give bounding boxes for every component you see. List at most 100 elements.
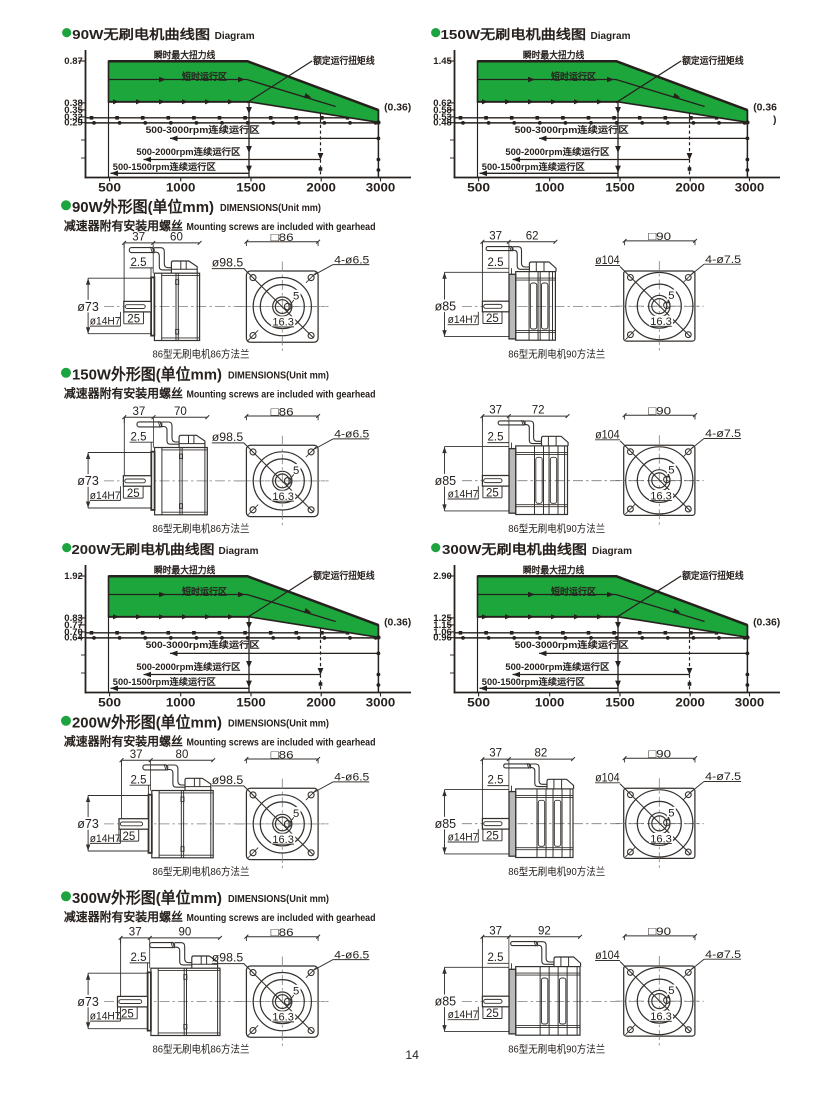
svg-text:86型无刷电机90方法兰: 86型无刷电机90方法兰	[508, 1043, 605, 1056]
svg-text:2.5: 2.5	[488, 774, 504, 786]
svg-text:ø14H7: ø14H7	[448, 1009, 479, 1021]
svg-text:0.77: 0.77	[64, 620, 83, 630]
svg-text:500-1500rpm连续运行区: 500-1500rpm连续运行区	[113, 161, 217, 172]
svg-text:瞬时最大扭力线: 瞬时最大扭力线	[523, 50, 585, 62]
svg-text:4-ø6.5: 4-ø6.5	[334, 429, 369, 441]
svg-text:1.45: 1.45	[433, 56, 452, 66]
svg-text:86型无刷电机86方法兰: 86型无刷电机86方法兰	[153, 348, 250, 361]
svg-text:500-1500rpm连续运行区: 500-1500rpm连续运行区	[482, 161, 586, 172]
svg-text:0.62: 0.62	[433, 98, 452, 108]
svg-text:ø14H7: ø14H7	[448, 832, 479, 844]
svg-text:0.83: 0.83	[64, 613, 83, 623]
svg-text:82: 82	[535, 748, 548, 760]
svg-text:DIMENSIONS(Unit mm): DIMENSIONS(Unit mm)	[228, 719, 329, 730]
svg-text:0.32: 0.32	[64, 112, 83, 122]
svg-text:减速器附有安装用螺丝: 减速器附有安装用螺丝	[64, 910, 183, 924]
svg-text:1500: 1500	[236, 180, 266, 194]
svg-text:Diagram: Diagram	[591, 31, 631, 42]
svg-text:5: 5	[293, 291, 299, 303]
svg-text:5: 5	[293, 465, 299, 477]
svg-text:16.3: 16.3	[650, 316, 672, 328]
svg-text:ø14H7: ø14H7	[90, 833, 121, 845]
svg-text:减速器附有安装用螺丝: 减速器附有安装用螺丝	[64, 735, 183, 749]
svg-text:1500: 1500	[605, 180, 635, 194]
svg-text:500-1500rpm连续运行区: 500-1500rpm连续运行区	[482, 676, 586, 687]
svg-text:(0.36): (0.36)	[384, 102, 411, 113]
svg-text:72: 72	[532, 405, 545, 417]
svg-text:25: 25	[486, 313, 499, 325]
svg-text:4-ø7.5: 4-ø7.5	[705, 428, 741, 440]
svg-text:500-3000rpm连续运行区: 500-3000rpm连续运行区	[146, 124, 261, 135]
svg-text:Mounting screws are included w: Mounting screws are included with gearhe…	[187, 913, 376, 924]
svg-text:25: 25	[121, 1009, 134, 1021]
svg-text:500-2000rpm连续运行区: 500-2000rpm连续运行区	[505, 146, 610, 157]
svg-text:500: 500	[98, 180, 121, 194]
svg-text:4-ø6.5: 4-ø6.5	[334, 949, 369, 961]
svg-text:4-ø7.5: 4-ø7.5	[705, 771, 741, 783]
svg-text:92: 92	[538, 925, 551, 937]
svg-text:额定运行扭矩线: 额定运行扭矩线	[313, 55, 375, 67]
svg-text:1500: 1500	[236, 695, 266, 709]
svg-text:5: 5	[668, 290, 674, 302]
svg-text:86型无刷电机86方法兰: 86型无刷电机86方法兰	[153, 865, 250, 878]
svg-text:500-3000rpm连续运行区: 500-3000rpm连续运行区	[515, 639, 630, 650]
svg-text:1.15: 1.15	[433, 620, 452, 630]
svg-text:□90: □90	[648, 749, 671, 761]
svg-text:ø14H7: ø14H7	[90, 1011, 121, 1023]
svg-text:0.96: 0.96	[433, 633, 452, 643]
svg-text:Diagram: Diagram	[215, 31, 255, 42]
svg-text:ø14H7: ø14H7	[448, 314, 479, 326]
svg-text:短时运行区: 短时运行区	[551, 71, 596, 83]
svg-text:500-3000rpm连续运行区: 500-3000rpm连续运行区	[146, 639, 261, 650]
svg-text:0.87: 0.87	[64, 56, 83, 66]
svg-text:瞬时最大扭力线: 瞬时最大扭力线	[523, 565, 585, 577]
svg-text:86型无刷电机86方法兰: 86型无刷电机86方法兰	[153, 1043, 250, 1056]
svg-text:1000: 1000	[166, 695, 196, 709]
svg-text:0.38: 0.38	[64, 98, 83, 108]
svg-text:ø85: ø85	[435, 300, 457, 314]
svg-text:2000: 2000	[675, 180, 705, 194]
svg-text:25: 25	[127, 314, 140, 326]
svg-text:2.90: 2.90	[433, 571, 452, 581]
svg-text:额定运行扭矩线: 额定运行扭矩线	[682, 55, 744, 67]
svg-text:短时运行区: 短时运行区	[182, 586, 227, 598]
svg-text:ø98.5: ø98.5	[212, 430, 244, 444]
svg-text:2.5: 2.5	[131, 257, 147, 269]
svg-text:37: 37	[489, 405, 502, 417]
svg-text:16.3: 16.3	[650, 833, 672, 845]
svg-text:2.5: 2.5	[488, 952, 504, 964]
svg-text:1500: 1500	[605, 695, 635, 709]
svg-text:90W外形图(单位mm): 90W外形图(单位mm)	[72, 198, 214, 216]
svg-text:150W外形图(单位mm): 150W外形图(单位mm)	[72, 365, 222, 383]
svg-text:16.3: 16.3	[650, 490, 672, 502]
svg-text:2000: 2000	[306, 695, 336, 709]
svg-text:80: 80	[176, 749, 189, 761]
svg-text:(0.36: (0.36	[753, 102, 777, 113]
svg-text:500: 500	[467, 695, 490, 709]
svg-text:500-1500rpm连续运行区: 500-1500rpm连续运行区	[113, 676, 217, 687]
svg-text:25: 25	[127, 488, 140, 500]
svg-text:ø98.5: ø98.5	[212, 951, 244, 965]
svg-text:0.29: 0.29	[64, 118, 83, 128]
svg-text:14: 14	[405, 1048, 419, 1062]
svg-text:2.5: 2.5	[131, 775, 147, 787]
svg-text:DIMENSIONS(Unit mm): DIMENSIONS(Unit mm)	[228, 894, 329, 905]
svg-text:ø98.5: ø98.5	[212, 256, 244, 270]
svg-text:Mounting screws are included w: Mounting screws are included with gearhe…	[187, 738, 376, 749]
svg-text:1.25: 1.25	[433, 613, 452, 623]
svg-text:ø14H7: ø14H7	[448, 489, 479, 501]
svg-text:□90: □90	[648, 406, 671, 418]
svg-text:ø104: ø104	[595, 430, 620, 442]
svg-text:短时运行区: 短时运行区	[551, 586, 596, 598]
svg-text:4-ø7.5: 4-ø7.5	[705, 949, 741, 961]
svg-text:Diagram: Diagram	[219, 546, 259, 557]
svg-text:3000: 3000	[366, 695, 396, 709]
svg-text:短时运行区: 短时运行区	[182, 71, 227, 83]
svg-text:2.5: 2.5	[488, 257, 504, 269]
svg-text:1000: 1000	[166, 180, 196, 194]
svg-text:ø98.5: ø98.5	[212, 773, 244, 787]
svg-text:□86: □86	[271, 232, 294, 244]
svg-text:1000: 1000	[535, 180, 565, 194]
svg-text:ø104: ø104	[595, 773, 620, 785]
svg-text:5: 5	[293, 808, 299, 820]
